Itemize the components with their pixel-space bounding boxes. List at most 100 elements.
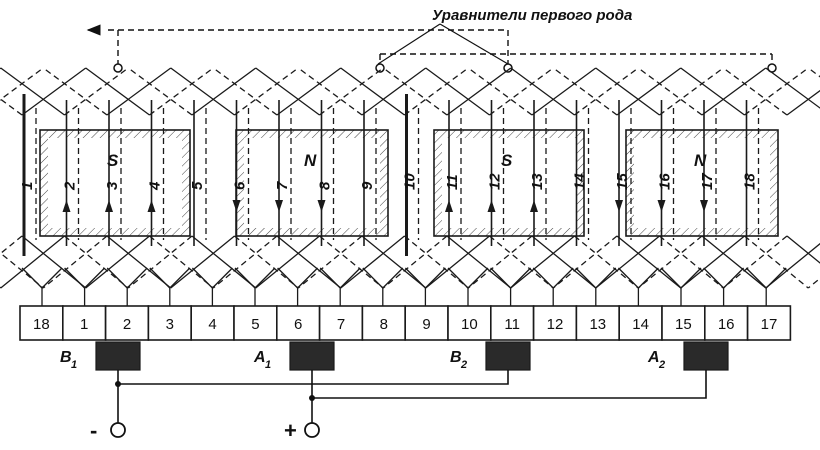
commutator-segment-label: 4 bbox=[208, 316, 216, 333]
commutator-segment-label: 13 bbox=[589, 316, 606, 333]
top-end-connection bbox=[276, 67, 342, 116]
commutator-segment-label: 16 bbox=[718, 316, 735, 333]
brush-label-subscript: 2 bbox=[658, 359, 665, 371]
bottom-end-connection bbox=[446, 235, 512, 289]
commutator-segment bbox=[275, 305, 321, 341]
current-arrow-up bbox=[105, 200, 113, 212]
bottom-end-connection bbox=[0, 235, 23, 255]
bottom-end-connection bbox=[425, 235, 490, 289]
brush-block bbox=[95, 341, 141, 371]
commutator-lead bbox=[467, 267, 489, 289]
bottom-end-connection bbox=[404, 235, 469, 289]
bottom-end-connection bbox=[85, 235, 150, 289]
commutator-lead bbox=[106, 267, 128, 289]
bottom-end-connection bbox=[744, 235, 809, 289]
negative-junction bbox=[115, 381, 121, 387]
commutator-lead bbox=[382, 267, 404, 289]
top-end-connection bbox=[701, 67, 767, 116]
commutator-segment-label: 15 bbox=[675, 316, 692, 333]
bottom-end-connection bbox=[127, 235, 193, 289]
top-end-connection bbox=[361, 67, 427, 116]
pole-s: S bbox=[39, 129, 191, 237]
brush-label-subscript: 2 bbox=[460, 359, 467, 371]
top-end-connection bbox=[531, 67, 597, 116]
commutator-segment-label: 11 bbox=[504, 316, 520, 333]
commutator-lead bbox=[745, 267, 767, 289]
brush-block bbox=[683, 341, 729, 371]
bottom-end-connection bbox=[297, 235, 363, 289]
slot-conductors bbox=[22, 94, 760, 256]
top-end-connection bbox=[191, 67, 257, 116]
commutator-lead bbox=[21, 267, 43, 289]
top-end-connection bbox=[0, 67, 2, 70]
coil-number: 8 bbox=[317, 181, 334, 190]
top-end-connection bbox=[170, 67, 235, 116]
commutator-lead bbox=[490, 267, 512, 289]
current-arrow-down bbox=[317, 200, 326, 212]
bottom-end-connection bbox=[765, 242, 820, 289]
coil-number: 18 bbox=[742, 173, 759, 190]
equalizer-title: Уравнители первого рода bbox=[432, 7, 632, 24]
pole-n: N bbox=[235, 129, 389, 237]
top-end-connection bbox=[255, 67, 320, 116]
commutator-lead bbox=[191, 267, 213, 289]
current-arrow-down bbox=[275, 200, 283, 212]
bottom-end-connection bbox=[212, 235, 278, 289]
current-arrow-up bbox=[530, 200, 538, 212]
bottom-end-connection bbox=[170, 235, 235, 289]
top-end-connection bbox=[659, 67, 724, 116]
equalizer-node-3 bbox=[503, 63, 513, 73]
top-end-connection bbox=[127, 67, 193, 116]
brush-label: B bbox=[60, 349, 72, 366]
minus-sign: - bbox=[90, 418, 97, 443]
brush-label-subscript: 1 bbox=[71, 359, 77, 371]
top-end-connection bbox=[765, 67, 820, 109]
current-arrow-down bbox=[615, 200, 623, 212]
top-end-connection bbox=[552, 67, 618, 116]
commutator-lead bbox=[126, 267, 148, 289]
bottom-end-connection bbox=[319, 235, 384, 289]
brush-block bbox=[485, 341, 531, 371]
current-arrow-down bbox=[232, 200, 241, 212]
coil-end-connections bbox=[0, 67, 820, 306]
commutator-lead bbox=[84, 267, 106, 289]
commutator-lead bbox=[723, 267, 745, 289]
commutator-segment-label: 18 bbox=[33, 316, 50, 333]
external-circuit bbox=[117, 370, 707, 423]
commutator-lead bbox=[169, 267, 191, 289]
bottom-end-connection bbox=[467, 235, 533, 289]
top-end-connection bbox=[616, 67, 682, 116]
top-end-connection bbox=[637, 67, 703, 116]
top-end-connection bbox=[574, 67, 639, 116]
bottom-end-connection bbox=[64, 235, 129, 289]
commutator-segment bbox=[703, 305, 749, 341]
positive-bus bbox=[311, 370, 707, 399]
commutator-lead bbox=[41, 267, 63, 289]
pole-face bbox=[634, 138, 770, 228]
brush-label: B bbox=[450, 349, 462, 366]
bottom-end-connection bbox=[0, 286, 2, 289]
top-end-connection bbox=[106, 67, 172, 116]
coil-number: 9 bbox=[359, 181, 376, 190]
commutator-lead bbox=[575, 267, 597, 289]
pole-n: N bbox=[625, 129, 779, 237]
commutator-lead bbox=[532, 267, 554, 289]
commutator-lead bbox=[595, 267, 617, 289]
bottom-end-connection bbox=[637, 235, 703, 289]
top-end-connection bbox=[85, 67, 150, 116]
commutator-segment-label: 9 bbox=[422, 316, 430, 333]
current-arrow-down bbox=[657, 200, 666, 212]
commutator-lead bbox=[319, 267, 341, 289]
coil-number: 3 bbox=[104, 181, 121, 190]
bottom-end-connection bbox=[234, 235, 299, 289]
top-end-connection bbox=[0, 97, 23, 116]
bottom-end-connection bbox=[106, 235, 172, 289]
commutator-segment bbox=[532, 305, 578, 341]
commutator-segment-label: 7 bbox=[337, 316, 345, 333]
